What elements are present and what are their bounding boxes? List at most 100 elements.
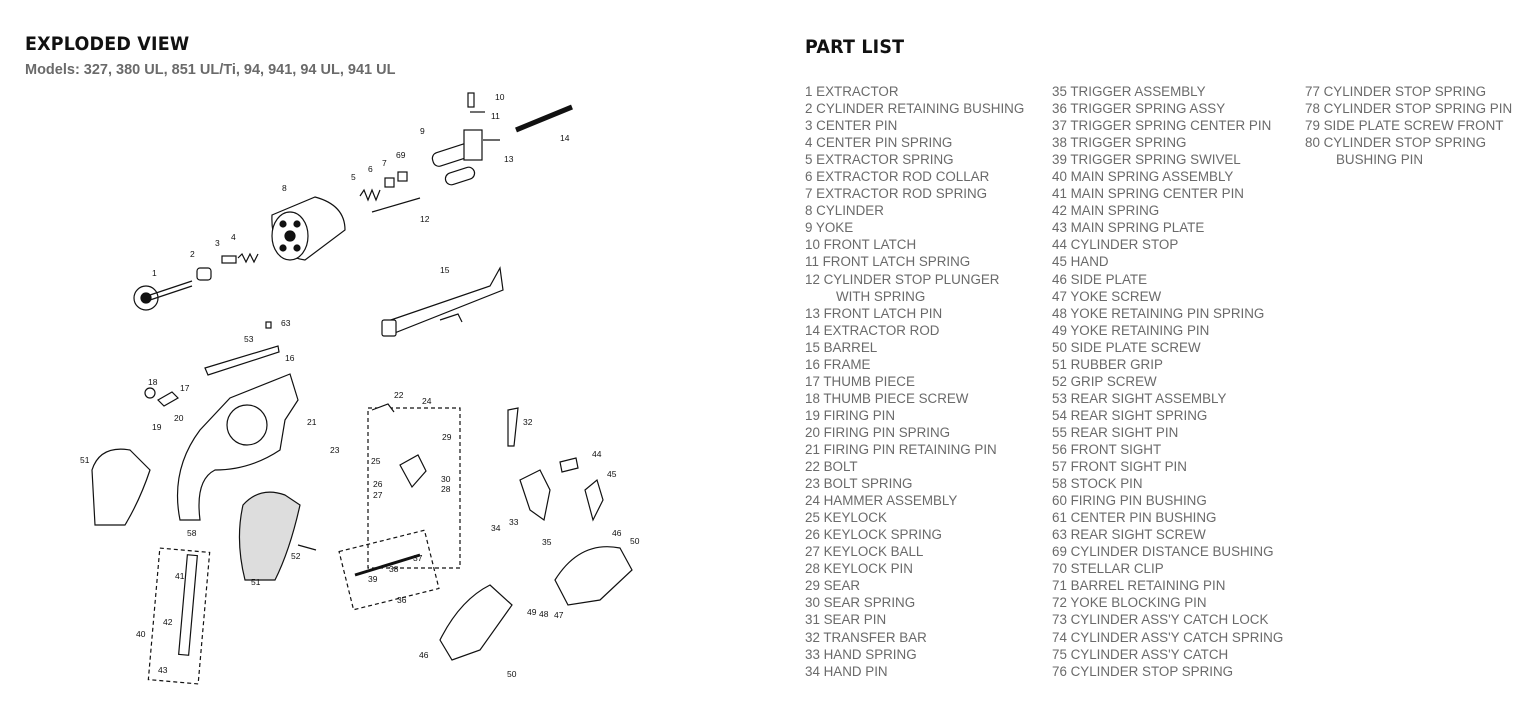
part-list-item: 60 FIRING PIN BUSHING bbox=[1052, 493, 1207, 509]
callout-label: 21 bbox=[307, 417, 317, 427]
extractor-part bbox=[133, 280, 193, 311]
callout-label: 10 bbox=[495, 92, 505, 102]
main-spring-part bbox=[178, 554, 198, 656]
part-list-item: 27 KEYLOCK BALL bbox=[805, 544, 924, 560]
part-list-item: 71 BARREL RETAINING PIN bbox=[1052, 578, 1226, 594]
part-list-item: 50 SIDE PLATE SCREW bbox=[1052, 339, 1201, 355]
cylinder-stop-part bbox=[559, 457, 579, 473]
part-list-item: 80 CYLINDER STOP SPRING bbox=[1305, 135, 1487, 151]
rear-sight-part bbox=[204, 345, 280, 376]
part-list-item: 70 STELLAR CLIP bbox=[1052, 561, 1164, 577]
part-list-item: 54 REAR SIGHT SPRING bbox=[1052, 407, 1208, 423]
callout-label: 58 bbox=[187, 528, 197, 538]
part-list-item: 37 TRIGGER SPRING CENTER PIN bbox=[1052, 118, 1272, 134]
callout-label: 29 bbox=[442, 432, 452, 442]
part-list-item: 44 CYLINDER STOP bbox=[1052, 237, 1179, 253]
trigger-spring-part bbox=[354, 553, 421, 577]
callout-label: 17 bbox=[180, 383, 190, 393]
callout-label: 52 bbox=[291, 551, 301, 561]
callout-label: 27 bbox=[373, 490, 383, 500]
callout-label: 9 bbox=[420, 126, 425, 136]
part-list-item: 35 TRIGGER ASSEMBLY bbox=[1052, 84, 1206, 99]
trigger-spring-box bbox=[338, 529, 440, 611]
part-list-item: 73 CYLINDER ASS'Y CATCH LOCK bbox=[1052, 612, 1269, 628]
callout-label: 8 bbox=[282, 183, 287, 193]
callout-label: 22 bbox=[394, 390, 404, 400]
part-list-item: 40 MAIN SPRING ASSEMBLY bbox=[1052, 169, 1234, 185]
bushing-part bbox=[196, 267, 212, 281]
part-list-item: 24 HAMMER ASSEMBLY bbox=[805, 493, 958, 509]
part-list-item: 45 HAND bbox=[1052, 254, 1109, 270]
callout-label: 15 bbox=[440, 265, 450, 275]
part-list-item: 6 EXTRACTOR ROD COLLAR bbox=[805, 169, 990, 185]
part-list-item: 17 THUMB PIECE bbox=[805, 373, 915, 389]
part-list-item: 48 YOKE RETAINING PIN SPRING bbox=[1052, 305, 1265, 321]
callout-label: 38 bbox=[389, 564, 399, 574]
part-list-item: 42 MAIN SPRING bbox=[1052, 203, 1160, 219]
part-list-item: 2 CYLINDER RETAINING BUSHING bbox=[805, 101, 1025, 117]
callout-label: 19 bbox=[152, 422, 162, 432]
part-list-item: 30 SEAR SPRING bbox=[805, 595, 916, 611]
callout-label: 69 bbox=[396, 150, 406, 160]
callout-label: 25 bbox=[371, 456, 381, 466]
thumb-piece-screw-part bbox=[144, 387, 156, 399]
part-list-item: 69 CYLINDER DISTANCE BUSHING bbox=[1052, 544, 1274, 560]
frame-part bbox=[177, 373, 299, 521]
part-list-item: 28 KEYLOCK PIN bbox=[805, 561, 913, 577]
part-list-item: 46 SIDE PLATE bbox=[1052, 271, 1148, 287]
center-pin-part bbox=[221, 255, 237, 264]
grip-screw-part bbox=[297, 544, 317, 551]
callout-label: 12 bbox=[420, 214, 430, 224]
callout-label: 45 bbox=[607, 469, 617, 479]
part-list-item: WITH SPRING bbox=[836, 288, 926, 304]
exploded-view-title: EXPLODED VIEW bbox=[25, 33, 190, 55]
right-grip-part bbox=[238, 491, 301, 581]
models-subtitle: Models: 327, 380 UL, 851 UL/Ti, 94, 941,… bbox=[25, 62, 396, 78]
part-list-item: 61 CENTER PIN BUSHING bbox=[1052, 510, 1217, 526]
part-list-item: 15 BARREL bbox=[805, 339, 878, 355]
callout-label: 3 bbox=[215, 238, 220, 248]
part-list-column-1: 1 EXTRACTOR 2 CYLINDER RETAINING BUSHING 3… bbox=[805, 83, 1024, 680]
callout-label: 43 bbox=[158, 665, 168, 675]
part-list-item: 20 FIRING PIN SPRING bbox=[805, 424, 951, 440]
callout-label: 40 bbox=[136, 629, 146, 639]
part-list-item: 51 RUBBER GRIP bbox=[1052, 356, 1163, 372]
part-list-item: 12 CYLINDER STOP PLUNGER bbox=[805, 271, 1000, 287]
callout-label: 16 bbox=[285, 353, 295, 363]
callout-label: 42 bbox=[163, 617, 173, 627]
hammer-part bbox=[399, 454, 427, 489]
part-list-item: 1 EXTRACTOR bbox=[805, 84, 899, 99]
part-list-item: 11 FRONT LATCH SPRING bbox=[805, 254, 971, 270]
callout-label: 14 bbox=[560, 133, 570, 143]
callout-label: 11 bbox=[491, 111, 500, 121]
part-list-item: 76 CYLINDER STOP SPRING bbox=[1052, 663, 1234, 679]
part-list-item: 41 MAIN SPRING CENTER PIN bbox=[1052, 186, 1244, 202]
callout-label: 41 bbox=[175, 571, 185, 581]
callout-label: 46 bbox=[612, 528, 622, 538]
part-list-item: 10 FRONT LATCH bbox=[805, 237, 917, 253]
callout-label: 5 bbox=[351, 172, 356, 182]
part-list-item: 18 THUMB PIECE SCREW bbox=[805, 390, 969, 406]
transfer-bar-part bbox=[507, 407, 519, 447]
part-list-item: 19 FIRING PIN bbox=[805, 407, 896, 423]
callout-label: 51 bbox=[251, 577, 261, 587]
part-list-item: 43 MAIN SPRING PLATE bbox=[1052, 220, 1205, 236]
part-list-item: 21 FIRING PIN RETAINING PIN bbox=[805, 441, 997, 457]
callout-label: 48 bbox=[539, 609, 549, 619]
callout-label: 28 bbox=[441, 484, 451, 494]
part-list-item: 78 CYLINDER STOP SPRING PIN bbox=[1305, 101, 1513, 117]
callout-label: 51 bbox=[80, 455, 90, 465]
part-list-item: 56 FRONT SIGHT bbox=[1052, 441, 1162, 457]
part-list-item: 47 YOKE SCREW bbox=[1052, 288, 1162, 304]
front-latch-part bbox=[467, 92, 475, 108]
callout-label: 50 bbox=[630, 536, 640, 546]
part-list-item: 49 YOKE RETAINING PIN bbox=[1052, 322, 1210, 338]
callout-label: 23 bbox=[330, 445, 340, 455]
part-list-item: 31 SEAR PIN bbox=[805, 612, 887, 628]
part-list-item: 63 REAR SIGHT SCREW bbox=[1052, 527, 1206, 543]
callout-label: 20 bbox=[174, 413, 184, 423]
part-list-item: 4 CENTER PIN SPRING bbox=[805, 135, 953, 151]
yoke-part bbox=[431, 129, 483, 186]
callout-label: 2 bbox=[190, 249, 195, 259]
callout-label: 32 bbox=[523, 417, 533, 427]
